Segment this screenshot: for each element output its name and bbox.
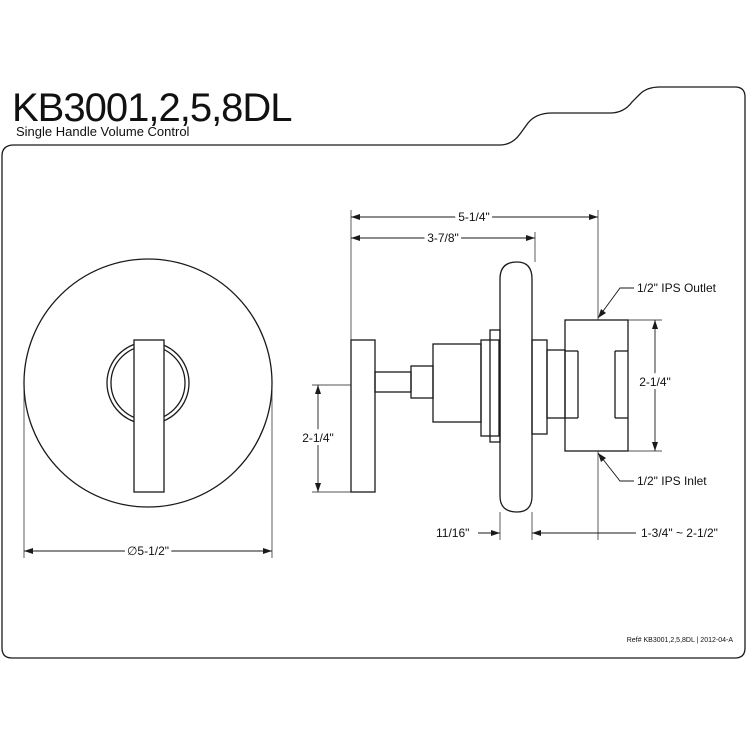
page-subtitle: Single Handle Volume Control xyxy=(16,124,190,139)
stem-side xyxy=(374,371,412,393)
drawing-frame xyxy=(1,86,746,659)
reference-code: Ref# KB3001,2,5,8DL | 2012-04-A xyxy=(627,637,734,644)
inlet-leader-line xyxy=(597,452,634,482)
valve-neck-side xyxy=(531,339,548,435)
plate-thickness-label: 11/16" xyxy=(436,526,469,540)
outlet-leader-line xyxy=(597,287,634,319)
valve-height-label: 2-1/4" xyxy=(639,375,671,389)
lever-handle-side xyxy=(350,339,376,493)
valve-body-side xyxy=(564,319,629,452)
plate-to-handle-label: 3-7/8" xyxy=(427,231,459,245)
outlet-label: 1/2" IPS Outlet xyxy=(637,281,717,295)
valve-collar-side xyxy=(546,349,566,419)
handle-height-label: 2-1/4" xyxy=(302,431,334,445)
page-title: KB3001,2,5,8DL xyxy=(12,86,293,130)
bonnet-side xyxy=(432,343,482,423)
wall-range-label: 1-3/4" ~ 2-1/2" xyxy=(641,526,718,540)
stem-collar-side xyxy=(410,365,434,399)
inlet-label: 1/2" IPS Inlet xyxy=(637,474,707,488)
plate-diameter-label: ∅5-1/2" xyxy=(127,544,169,558)
trim-plate-side xyxy=(499,261,533,513)
lever-handle-front xyxy=(133,339,165,493)
overall-depth-label: 5-1/4" xyxy=(458,210,490,224)
